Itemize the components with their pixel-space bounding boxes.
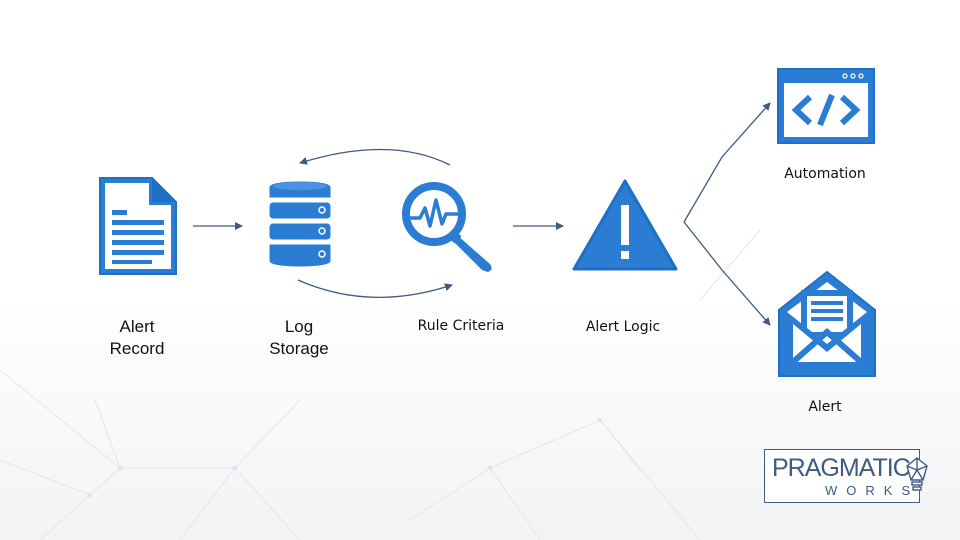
arc-bottom xyxy=(297,279,453,299)
logo-wordmark-top: PRAGMATIC xyxy=(772,454,911,482)
warning-icon xyxy=(572,179,678,271)
label-line: Alert xyxy=(119,317,155,336)
document-icon xyxy=(99,177,177,275)
code-window-icon xyxy=(777,68,875,144)
envelope-icon xyxy=(778,270,876,377)
label-log-storage: Log Storage xyxy=(259,316,339,360)
label-line: Storage xyxy=(269,339,329,358)
database-icon xyxy=(266,178,334,270)
label-line: Log xyxy=(284,317,314,336)
lightbulb-gem-icon xyxy=(906,457,928,491)
label-alert: Alert xyxy=(808,399,842,415)
label-alert-logic: Alert Logic xyxy=(585,319,661,335)
logo-wordmark-bottom: WORKS xyxy=(825,483,920,498)
pragmatic-works-logo: PRAGMATIC WORKS xyxy=(764,449,928,503)
label-automation: Automation xyxy=(784,166,866,182)
label-rule-criteria: Rule Criteria xyxy=(417,318,505,334)
arrow-logic-to-automation xyxy=(683,102,771,223)
magnifier-pulse-icon xyxy=(402,182,492,272)
label-alert-record: Alert Record xyxy=(97,316,177,360)
arrow-logic-to-alert xyxy=(683,221,771,326)
label-line: Record xyxy=(109,339,165,358)
arc-top xyxy=(299,148,451,166)
